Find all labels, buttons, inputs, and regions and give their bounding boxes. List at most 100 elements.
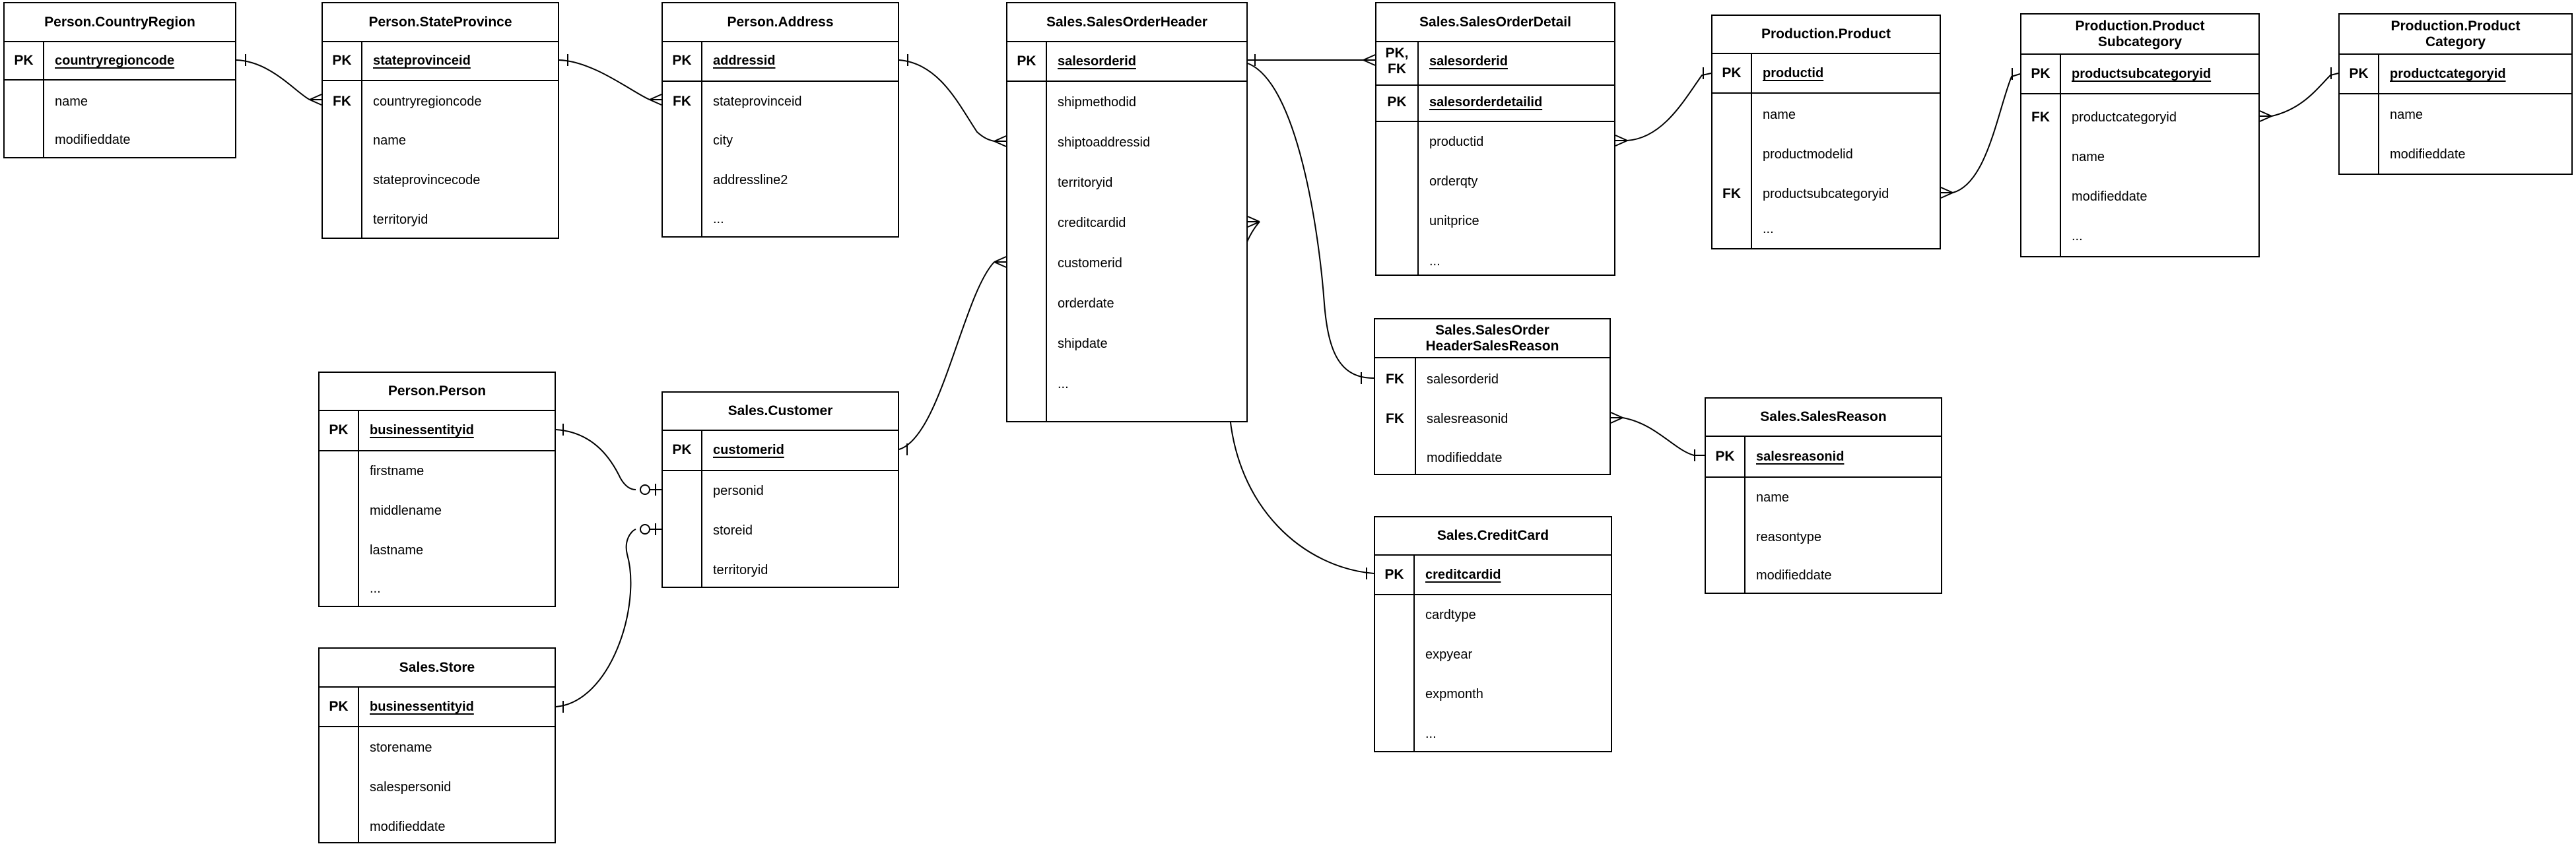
relationship-Sales.Store.businessentityid-to-Sales.Customer.storeid[interactable] [555, 523, 661, 713]
relationship-line[interactable] [1627, 73, 1712, 141]
relationship-Person.CountryRegion.countryregioncode-to-Person.StateProvince.countryregioncode[interactable] [236, 54, 322, 106]
field-name: salesreasonid [1427, 412, 1508, 426]
table-title-line: Sales.SalesOrderHeader [1046, 14, 1207, 30]
relationship-Sales.SalesOrderHeader.salesorderid-to-Sales.SalesOrderDetail.salesorderid[interactable] [1248, 54, 1376, 66]
relationship-line[interactable] [236, 59, 310, 100]
field-name: productsubcategoryid [2072, 67, 2212, 81]
field-name: businessentityid [370, 700, 474, 714]
field-name: ... [370, 581, 381, 596]
field-name: creditcardid [1058, 216, 1126, 230]
relationship-line[interactable] [555, 529, 636, 707]
field-name: territoryid [1058, 176, 1113, 190]
table-title: Sales.Store [320, 649, 555, 688]
zero-cardinality-circle [640, 524, 650, 535]
relationship-Person.StateProvince.stateprovinceid-to-Person.Address.stateprovinceid[interactable] [559, 54, 662, 106]
key-label-line: FK [1388, 61, 1406, 77]
section-divider [323, 80, 558, 81]
relationship-Person.Person.businessentityid-to-Sales.Customer.personid[interactable] [555, 424, 661, 496]
key-label-line: PK [672, 53, 692, 68]
field-name: name [373, 133, 407, 148]
table-title-line: Category [2425, 34, 2486, 49]
field-name: city [713, 133, 733, 148]
relationship-line[interactable] [559, 59, 650, 100]
key-column-divider [701, 431, 702, 587]
key-column-divider [43, 42, 44, 157]
relationship-Production.ProductSubcategory.productsubcategoryid-to-Production.Product.productsubcategoryid[interactable] [1940, 68, 2021, 199]
relationship-line[interactable] [555, 429, 636, 490]
field-name: stateprovinceid [713, 94, 802, 109]
key-label-line: PK [1384, 567, 1404, 582]
table-title: Sales.SalesOrderHeader [1007, 3, 1246, 42]
key-label: PK [1376, 94, 1417, 110]
field-name: modifieddate [2390, 147, 2466, 162]
field-name: countryregioncode [373, 94, 482, 109]
relationship-Sales.CreditCard.creditcardid-to-Sales.SalesOrderHeader.creditcardid[interactable] [1227, 216, 1374, 579]
field-name: cardtype [1425, 608, 1476, 622]
section-divider [663, 81, 898, 82]
cardinality-marker [1615, 140, 1628, 146]
table-title: Sales.CreditCard [1375, 517, 1611, 556]
key-label: FK [663, 94, 701, 110]
table-title: Person.Address [663, 3, 898, 42]
relationship-line[interactable] [898, 261, 995, 450]
key-column-divider [358, 411, 359, 606]
key-label: PK [1706, 449, 1744, 465]
relationship-Person.Address.addressid-to-Sales.SalesOrderHeader.shiptoaddressid[interactable] [898, 54, 1007, 147]
section-divider [5, 79, 235, 81]
table-title-line: Person.StateProvince [368, 14, 512, 30]
section-divider [320, 726, 555, 727]
relationship-line[interactable] [1952, 73, 2021, 193]
field-name: territoryid [373, 212, 428, 227]
table-title: Sales.Customer [663, 393, 898, 431]
field-name: reasontype [1756, 530, 1821, 544]
field-name: name [2390, 108, 2423, 122]
key-label: PK [5, 53, 43, 69]
field-name: ... [713, 212, 724, 226]
relationship-line[interactable] [2271, 73, 2339, 117]
key-label: PK [320, 699, 358, 715]
cardinality-marker [994, 256, 1007, 263]
field-name: ... [1429, 254, 1441, 269]
section-divider [2340, 93, 2571, 94]
field-name: name [1756, 490, 1790, 505]
key-label-line: FK [2031, 110, 2050, 125]
table-title-line: Production.Product [1761, 26, 1891, 42]
field-name: modifieddate [1427, 451, 1503, 465]
relationship-Sales.SalesReason.salesreasonid-to-Sales.SalesOrderHeaderSalesReason.salesreasonid[interactable] [1610, 412, 1705, 461]
relationship-Sales.SalesOrderHeader.salesorderid-to-Sales.SalesOrderHeaderSalesReason.salesorderid[interactable] [1247, 63, 1374, 384]
field-name: productcategoryid [2072, 110, 2177, 125]
relationship-line[interactable] [1622, 417, 1705, 456]
cardinality-marker [994, 135, 1007, 142]
field-name: ... [1058, 377, 1069, 391]
field-name: productmodelid [1763, 147, 1853, 162]
key-label-line: PK [2349, 66, 2369, 81]
relationship-Production.Product.productid-to-Sales.SalesOrderDetail.productid[interactable] [1615, 67, 1712, 146]
relationship-line[interactable] [898, 59, 995, 142]
relationship-Sales.Customer.customerid-to-Sales.SalesOrderHeader.customerid[interactable] [898, 256, 1007, 455]
section-divider [1376, 84, 1614, 86]
key-column-divider [701, 42, 702, 236]
relationship-Production.ProductCategory.productcategoryid-to-Production.ProductSubcategory.productcategoryid[interactable] [2259, 67, 2339, 122]
field-name: ... [1425, 727, 1437, 741]
relationship-line[interactable] [1247, 63, 1374, 379]
field-name: modifieddate [2072, 189, 2148, 204]
key-column-divider [1046, 42, 1047, 421]
field-name: orderdate [1058, 296, 1114, 311]
relationship-line[interactable] [1227, 221, 1374, 574]
